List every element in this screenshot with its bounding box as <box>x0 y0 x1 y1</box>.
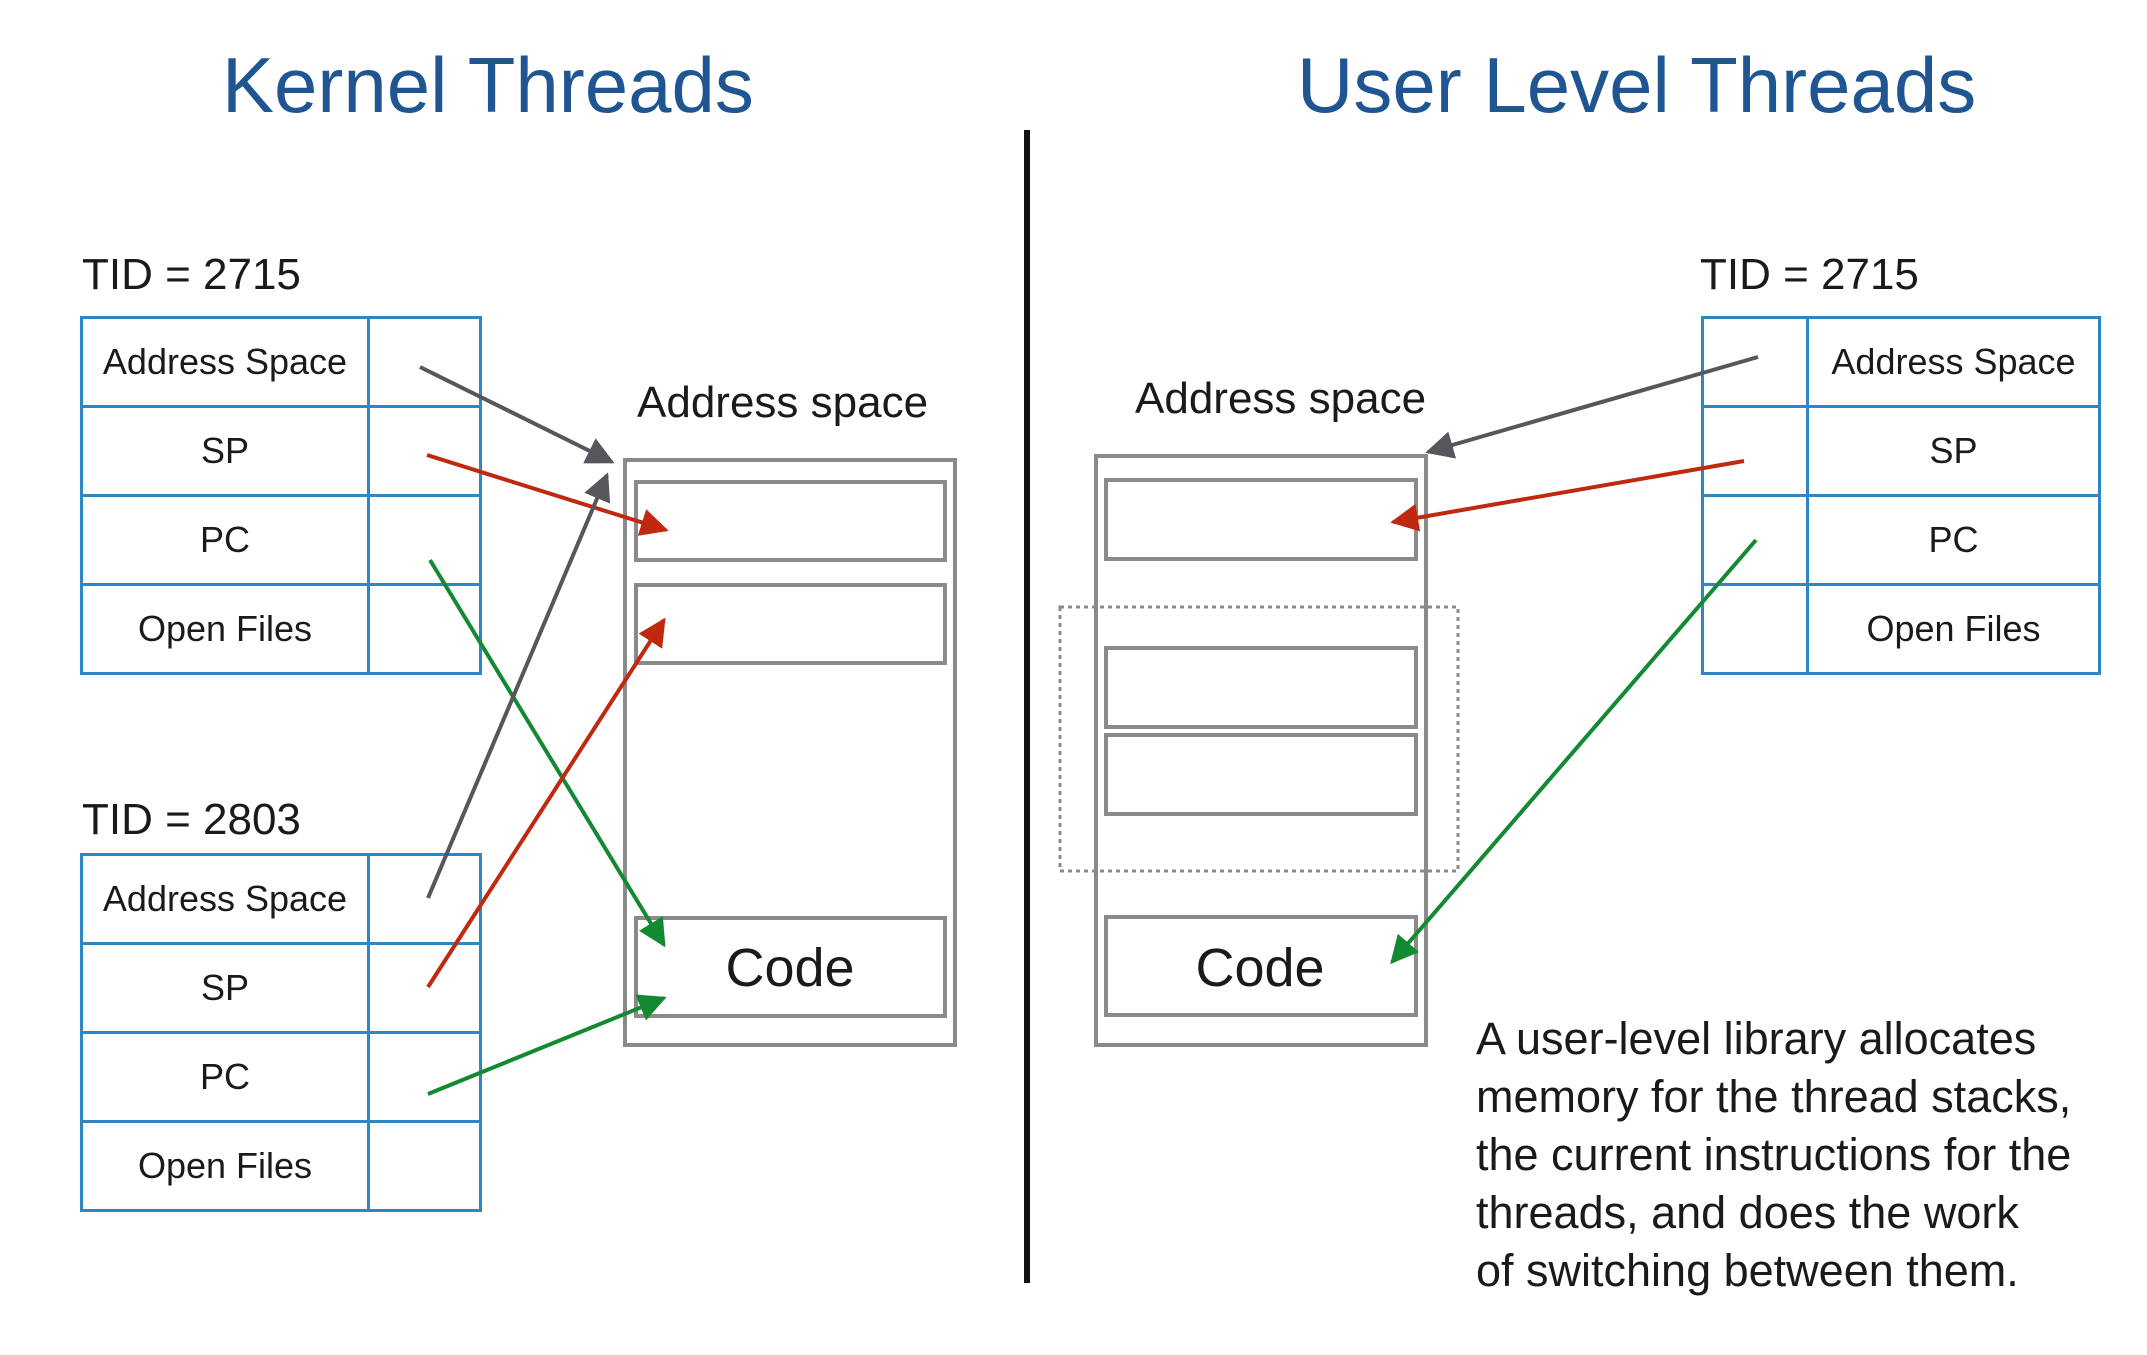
user-thread-library-region <box>1058 605 1460 873</box>
kernel-address-space-label: Address space <box>637 378 929 427</box>
user-stack-slot-3 <box>1104 733 1418 816</box>
field-address-space: Address Space <box>80 316 370 408</box>
kernel-2715-address-arrow <box>419 365 615 464</box>
field-value <box>367 1120 482 1212</box>
table-row: Open Files <box>1701 583 2101 675</box>
kernel-2803-sp-arrow <box>426 617 666 989</box>
field-value <box>1701 405 1809 497</box>
field-sp: SP <box>80 405 370 497</box>
user-address-arrow <box>1425 355 1759 459</box>
field-value <box>367 405 482 497</box>
kernel-threads-title: Kernel Threads <box>222 41 754 129</box>
table-row: PC <box>80 1031 482 1123</box>
table-row: SP <box>80 942 482 1034</box>
user-threads-title: User Level Threads <box>1297 41 1977 129</box>
kernel-2715-pc-arrow <box>428 558 666 948</box>
user-thread-2715-table: Address Space SP PC Open Files <box>1701 316 2101 675</box>
field-open-files: Open Files <box>80 583 370 675</box>
description-line: A user-level library allocates <box>1476 1013 2037 1064</box>
kernel-thread-2715-table: Address Space SP PC Open Files <box>80 316 482 675</box>
description-line: the current instructions for the <box>1476 1129 2072 1180</box>
user-tid-2715-label: TID = 2715 <box>1700 250 1919 299</box>
table-row: Address Space <box>80 316 482 408</box>
user-sp-arrow <box>1390 459 1745 532</box>
field-value <box>367 583 482 675</box>
field-value <box>367 494 482 586</box>
kernel-tid-2803-label: TID = 2803 <box>82 795 301 844</box>
field-value <box>367 942 482 1034</box>
field-open-files: Open Files <box>80 1120 370 1212</box>
field-sp: SP <box>1806 405 2101 497</box>
table-row: SP <box>1701 405 2101 497</box>
field-value <box>1701 316 1809 408</box>
kernel-stack-slot-2 <box>634 583 947 665</box>
field-pc: PC <box>1806 494 2101 586</box>
table-row: Open Files <box>80 1120 482 1212</box>
field-value <box>367 1031 482 1123</box>
field-value <box>1701 583 1809 675</box>
user-stack-slot-1 <box>1104 478 1418 561</box>
kernel-address-space-box <box>623 458 957 1047</box>
user-level-description: A user-level library allocates memory fo… <box>1476 1010 2071 1300</box>
kernel-tid-2715-label: TID = 2715 <box>82 250 301 299</box>
user-code-box <box>1104 915 1418 1017</box>
field-pc: PC <box>80 494 370 586</box>
table-row: PC <box>1701 494 2101 586</box>
kernel-code-label: Code <box>725 938 854 998</box>
kernel-stack-slot-1 <box>634 480 947 562</box>
user-address-space-label: Address space <box>1135 374 1427 423</box>
kernel-code-box <box>634 916 947 1018</box>
description-line: threads, and does the work <box>1476 1187 2019 1238</box>
user-stack-slot-2 <box>1104 646 1418 729</box>
table-row: SP <box>80 405 482 497</box>
field-address-space: Address Space <box>80 853 370 945</box>
field-pc: PC <box>80 1031 370 1123</box>
table-row: Open Files <box>80 583 482 675</box>
kernel-2715-sp-arrow <box>426 453 669 536</box>
table-row: PC <box>80 494 482 586</box>
description-line: of switching between them. <box>1476 1245 2019 1296</box>
field-open-files: Open Files <box>1806 583 2101 675</box>
user-code-label: Code <box>1195 938 1324 998</box>
field-value <box>367 316 482 408</box>
description-line: memory for the thread stacks, <box>1476 1071 2072 1122</box>
field-sp: SP <box>80 942 370 1034</box>
kernel-2803-address-arrow <box>426 472 611 899</box>
kernel-2803-pc-arrow <box>427 994 667 1096</box>
field-address-space: Address Space <box>1806 316 2101 408</box>
table-row: Address Space <box>1701 316 2101 408</box>
user-pc-arrow <box>1390 538 1758 965</box>
